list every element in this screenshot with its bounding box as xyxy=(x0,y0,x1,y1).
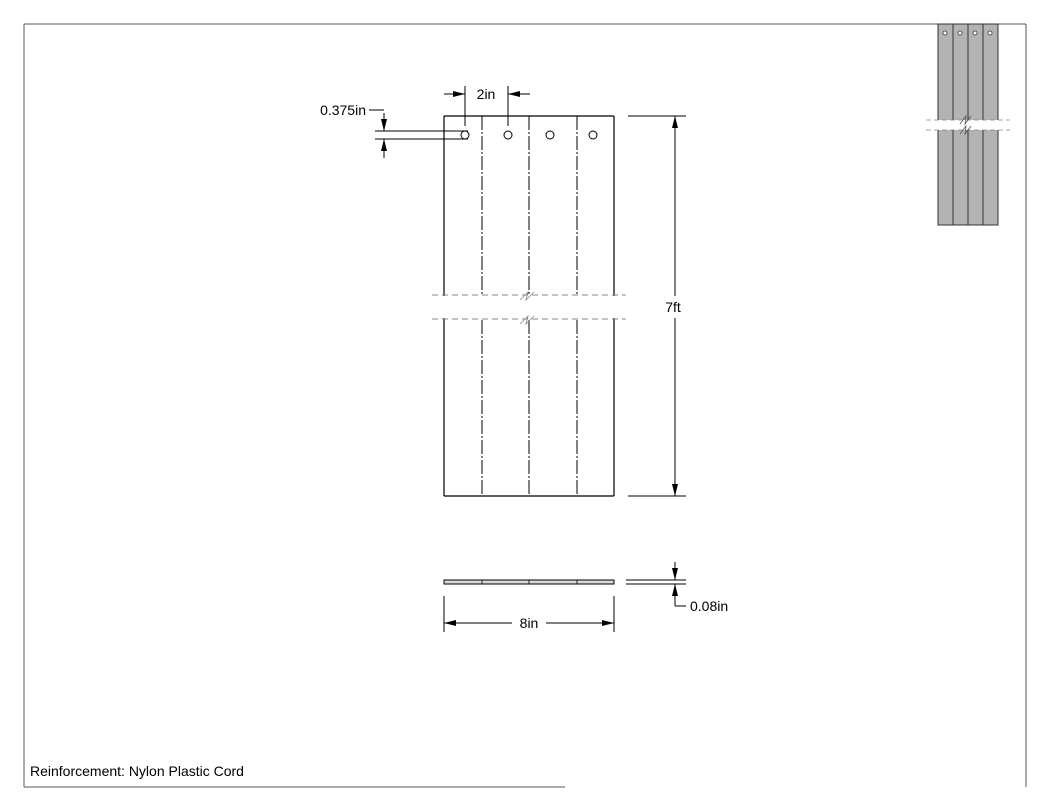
dimension-hole-spacing xyxy=(444,86,530,126)
front-view xyxy=(432,115,626,497)
preview-break-symbols xyxy=(959,114,972,136)
dimension-label-thickness: 0.08in xyxy=(690,598,728,614)
hole-1 xyxy=(460,130,470,140)
preview-holes xyxy=(942,30,993,36)
edge-view-ticks xyxy=(481,580,578,584)
dimension-hole-diameter xyxy=(369,109,468,158)
dimension-label-hole-diameter: 0.375in xyxy=(320,102,366,118)
hole-2 xyxy=(503,130,513,140)
break-symbols xyxy=(519,290,535,326)
dimension-thickness xyxy=(626,562,686,607)
strip-separators xyxy=(481,116,578,496)
hole-3 xyxy=(545,130,555,140)
dimension-label-length: 7ft xyxy=(665,299,681,315)
dimension-width xyxy=(443,596,615,632)
hole-4 xyxy=(588,130,598,140)
reinforcement-note: Reinforcement: Nylon Plastic Cord xyxy=(30,763,244,779)
break-lines xyxy=(432,294,626,320)
sheet-frame xyxy=(23,23,1027,788)
preview-thumbnail xyxy=(926,23,1010,226)
dimension-label-width: 8in xyxy=(520,615,539,631)
dimension-length xyxy=(628,115,686,497)
dimension-label-hole-spacing: 2in xyxy=(477,86,496,102)
preview-break-gap xyxy=(926,120,1010,130)
mounting-holes xyxy=(460,130,598,140)
